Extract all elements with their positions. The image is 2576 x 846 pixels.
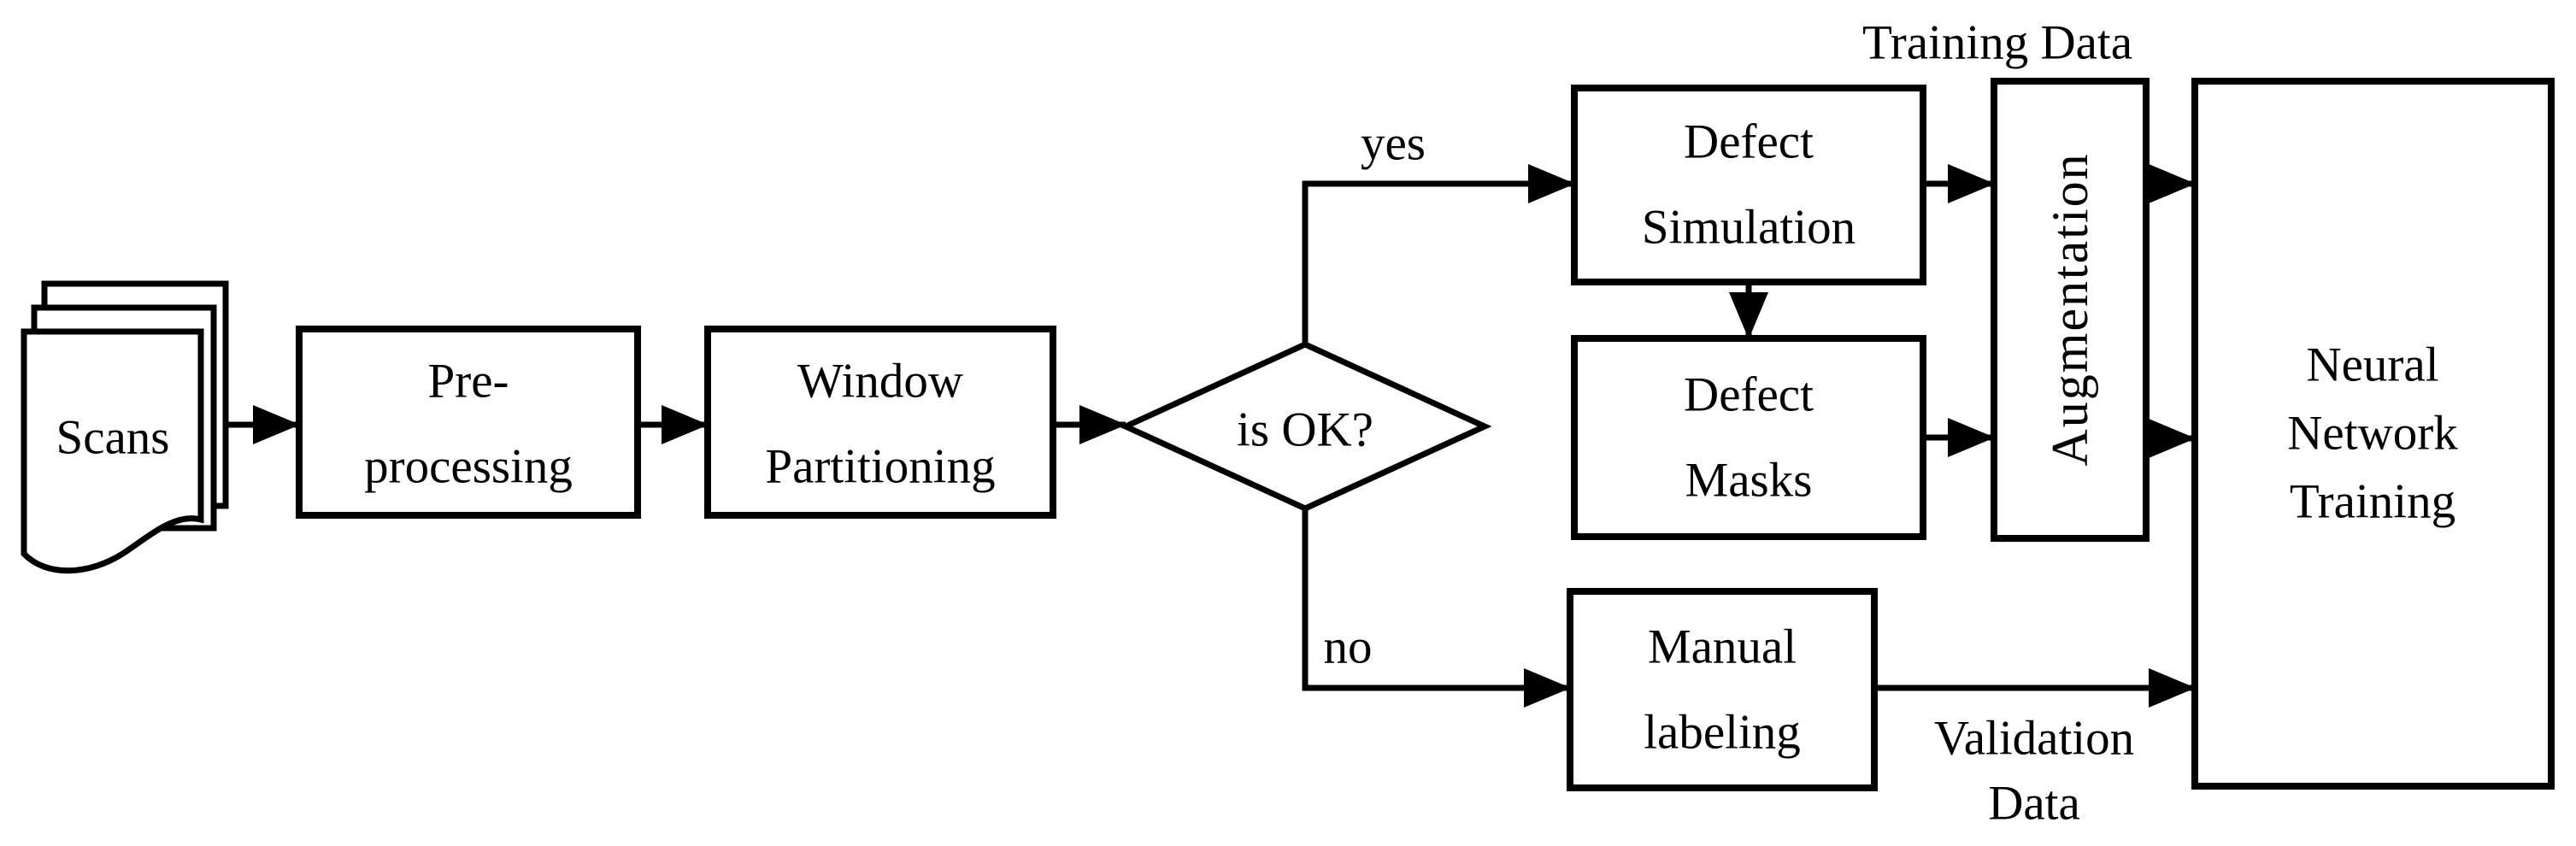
arrow-decision-no-to-manual-labeling xyxy=(1302,508,1571,708)
neural-network-training-box xyxy=(2191,78,2555,790)
validation-data-annotation-line2: Data xyxy=(1988,777,2080,831)
augmentation-box xyxy=(1991,78,2150,542)
training-data-annotation: Training Data xyxy=(1862,16,2132,70)
manual-labeling-node: Manual labeling xyxy=(1567,588,1878,791)
window-partitioning-label-line1: Window xyxy=(797,355,963,408)
window-partitioning-label-line2: Partitioning xyxy=(765,440,995,494)
scans-label: Scans xyxy=(56,411,170,465)
arrow-decision-yes-to-defect-simulation xyxy=(1302,164,1575,344)
yes-branch-label: yes xyxy=(1361,117,1426,171)
defect-masks-label-line1: Defect xyxy=(1684,368,1814,422)
preprocessing-box xyxy=(296,326,641,519)
augmentation-label: Augmentation xyxy=(2042,152,2098,466)
no-branch-label: no xyxy=(1324,620,1373,674)
preprocessing-node: Pre- processing xyxy=(296,326,641,519)
defect-simulation-label-line2: Simulation xyxy=(1642,201,1856,255)
nn-training-label-line1: Neural xyxy=(2306,338,2438,392)
decision-diamond xyxy=(1118,341,1492,512)
window-partitioning-node: Window Partitioning xyxy=(704,326,1056,519)
defect-simulation-box xyxy=(1571,85,1926,285)
validation-data-annotation-line1: Validation xyxy=(1934,712,2134,766)
nn-training-label-line2: Network xyxy=(2287,407,2458,461)
manual-labeling-box xyxy=(1567,588,1878,791)
augmentation-node: Augmentation xyxy=(1991,78,2150,542)
defect-simulation-label-line1: Defect xyxy=(1684,115,1814,169)
decision-node: is OK? xyxy=(1118,341,1492,512)
preprocessing-label-line2: processing xyxy=(364,440,573,494)
window-partitioning-box xyxy=(704,326,1056,519)
defect-masks-node: Defect Masks xyxy=(1571,335,1926,540)
manual-labeling-label-line2: labeling xyxy=(1644,706,1801,760)
defect-masks-label-line2: Masks xyxy=(1685,454,1813,508)
defect-simulation-node: Defect Simulation xyxy=(1571,85,1926,285)
manual-labeling-label-line1: Manual xyxy=(1648,620,1797,674)
scans-document-stack-icon: Scans xyxy=(21,280,229,574)
nn-training-label-line3: Training xyxy=(2290,475,2455,529)
decision-label: is OK? xyxy=(1237,403,1373,457)
defect-masks-box xyxy=(1571,335,1926,540)
neural-network-training-node: Neural Network Training xyxy=(2191,78,2555,790)
preprocessing-label-line1: Pre- xyxy=(428,355,509,408)
scans-front-page xyxy=(21,328,204,574)
